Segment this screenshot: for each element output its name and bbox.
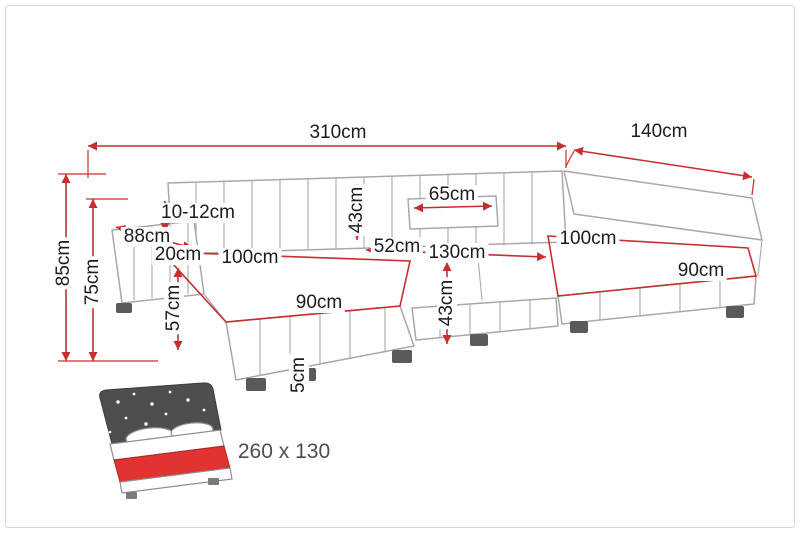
dim-line-center-width xyxy=(365,245,547,262)
dim-line-total-depth xyxy=(573,146,753,181)
sofa-bed-icon xyxy=(99,382,233,499)
center-seats-front xyxy=(411,297,559,341)
ext-tick xyxy=(751,178,755,196)
sofa-foot xyxy=(392,350,412,363)
dim-quad-right-chaise xyxy=(547,235,758,297)
ext-tick xyxy=(565,150,575,167)
dim-line-headrest-width xyxy=(413,201,493,213)
sofa-headrest-panel xyxy=(407,195,499,230)
bed-base xyxy=(119,467,233,494)
sofa-backrest xyxy=(167,170,567,255)
bed-foot xyxy=(208,478,219,485)
right-side-edge xyxy=(757,239,763,277)
sofa-feet xyxy=(116,303,744,391)
sofa-outline-drawing xyxy=(111,170,763,391)
sofa-foot xyxy=(246,378,266,391)
sofa-foot xyxy=(116,303,132,313)
dim-quad-left-chaise xyxy=(160,251,411,323)
sofa-right-armrest xyxy=(563,170,763,241)
bed-blanket-stars xyxy=(108,390,206,434)
sofa-foot xyxy=(296,368,316,381)
sofa-left-armrest xyxy=(111,220,205,304)
left-chaise-channel-lines xyxy=(259,306,386,376)
sofa-foot xyxy=(470,334,488,346)
sofa-foot xyxy=(570,321,588,333)
center-cushion-seam xyxy=(477,257,483,301)
sofa-foot xyxy=(726,306,744,318)
right-chaise-channel-lines xyxy=(599,279,721,321)
bed-foot xyxy=(126,492,137,499)
